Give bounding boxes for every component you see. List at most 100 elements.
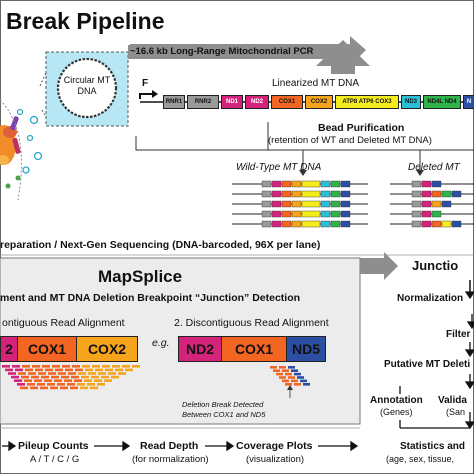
contig-read xyxy=(108,372,116,375)
wt-read-segment xyxy=(330,200,341,208)
contig-read xyxy=(92,365,100,368)
contig-read xyxy=(91,375,99,379)
wt-read-segment xyxy=(330,180,341,188)
discontiguous-label: 2. Discontiguous Read Alignment xyxy=(174,317,329,329)
contig-read xyxy=(21,375,29,379)
linearized-label: Linearized MT DNA xyxy=(272,78,360,89)
contig-read xyxy=(35,368,43,372)
wt-read-segment xyxy=(320,190,331,198)
deleted-read-segment xyxy=(431,190,442,198)
pcr-label: ~16.6 kb Long-Range Mitochondrial PCR xyxy=(130,46,314,57)
contig-read xyxy=(50,386,58,390)
wt-read-segment xyxy=(271,200,282,208)
contig-read xyxy=(51,375,59,379)
contig-read xyxy=(84,379,92,382)
circle-label-text: Circular MT DNA xyxy=(63,75,111,96)
contig-read xyxy=(37,383,45,386)
wt-read-segment xyxy=(301,220,321,228)
validation-step: Valida xyxy=(438,395,467,406)
contig-read xyxy=(95,368,103,372)
pcr-arrowhead xyxy=(316,40,370,74)
contig-read xyxy=(28,372,36,375)
wt-read-segment xyxy=(301,190,321,198)
deleted-read-segment xyxy=(431,180,442,188)
gene-nd3: ND3 xyxy=(401,95,421,109)
right-flow-arrows xyxy=(399,280,474,430)
contig-read xyxy=(11,375,19,379)
read-depth-step: Read Depth xyxy=(140,440,199,452)
contig-read xyxy=(22,365,30,368)
wt-read-segment xyxy=(271,220,282,228)
contig-read xyxy=(125,368,133,372)
deleted-read-segment xyxy=(431,220,442,228)
discontig-read xyxy=(282,379,289,383)
contig-read xyxy=(52,365,60,368)
bead-bracket xyxy=(135,136,474,151)
deleted-read-segment xyxy=(421,200,432,208)
deleted-read-segment xyxy=(411,200,422,208)
bead-title: Bead Purification xyxy=(318,122,405,134)
wt-read-segment xyxy=(261,180,272,188)
discontig-seg-nd5-label: ND5 xyxy=(291,341,320,357)
contig-read xyxy=(48,372,56,375)
contig-read xyxy=(81,375,89,379)
contig-read xyxy=(87,383,95,386)
mapsplice-subtitle: ment and MT DNA Deletion Breakpoint “Jun… xyxy=(0,292,301,304)
contig-read xyxy=(78,372,86,375)
contig-read xyxy=(70,386,78,390)
discontiguous-read-pileup xyxy=(270,366,310,386)
wt-read-segment xyxy=(320,200,331,208)
wt-read-segment xyxy=(281,180,292,188)
deleted-read-segment xyxy=(451,190,462,198)
bottom-flow-arrows xyxy=(2,440,359,452)
deleted-read-segment xyxy=(441,220,452,228)
wildtype-label: Wild-Type MT DNA xyxy=(236,162,322,173)
contig-read xyxy=(71,375,79,379)
wildtype-reads xyxy=(232,180,368,228)
contig-read xyxy=(88,372,96,375)
contig-read xyxy=(115,368,123,372)
deleted-read-segment xyxy=(421,210,432,218)
discontig-read xyxy=(303,383,310,386)
discontig-read xyxy=(291,369,298,372)
gene-rnr1: RNR1 xyxy=(163,95,185,109)
contig-read xyxy=(32,365,40,368)
bead-subtitle: (retention of WT and Deleted MT DNA) xyxy=(268,135,432,146)
contig-read xyxy=(80,386,88,390)
wt-read-segment xyxy=(301,200,321,208)
discontig-read xyxy=(279,376,286,379)
gene-cox1: COX1 xyxy=(271,95,303,109)
wt-read-segment xyxy=(320,180,331,188)
discontig-read xyxy=(285,383,292,386)
discontig-read xyxy=(288,366,295,369)
contig-read xyxy=(105,368,113,372)
normalization-step: Normalization xyxy=(397,293,464,304)
contig-read xyxy=(65,368,73,372)
contig-read xyxy=(77,383,85,386)
wt-read-segment xyxy=(301,180,321,188)
wt-read-segment xyxy=(330,220,341,228)
circle-label: Circular MT DNA xyxy=(58,75,116,97)
contig-read xyxy=(25,368,33,372)
discontig-read xyxy=(294,372,301,376)
contig-read xyxy=(12,365,20,368)
gene-nd2: ND2 xyxy=(245,95,269,109)
contig-read xyxy=(74,379,82,382)
cell-illustration xyxy=(0,99,43,201)
contig-read xyxy=(18,372,26,375)
contig-read xyxy=(2,365,10,368)
gene-rnr2: RNR2 xyxy=(187,95,219,109)
mapsplice-title: MapSplice xyxy=(98,267,183,286)
discontig-seg-nd5: ND5 xyxy=(286,336,326,362)
validation-sub: (San xyxy=(446,407,466,417)
contig-read xyxy=(17,383,25,386)
discontig-read xyxy=(288,376,295,379)
gene-cox2: COX2 xyxy=(305,95,333,109)
deleted-read-segment xyxy=(421,190,432,198)
wt-read-segment xyxy=(281,210,292,218)
gene-n: N xyxy=(463,95,474,109)
contig-read xyxy=(72,365,80,368)
junction-title: Junctio xyxy=(412,258,459,273)
wt-read-segment xyxy=(291,210,302,218)
page-title: Break Pipeline xyxy=(6,8,165,34)
